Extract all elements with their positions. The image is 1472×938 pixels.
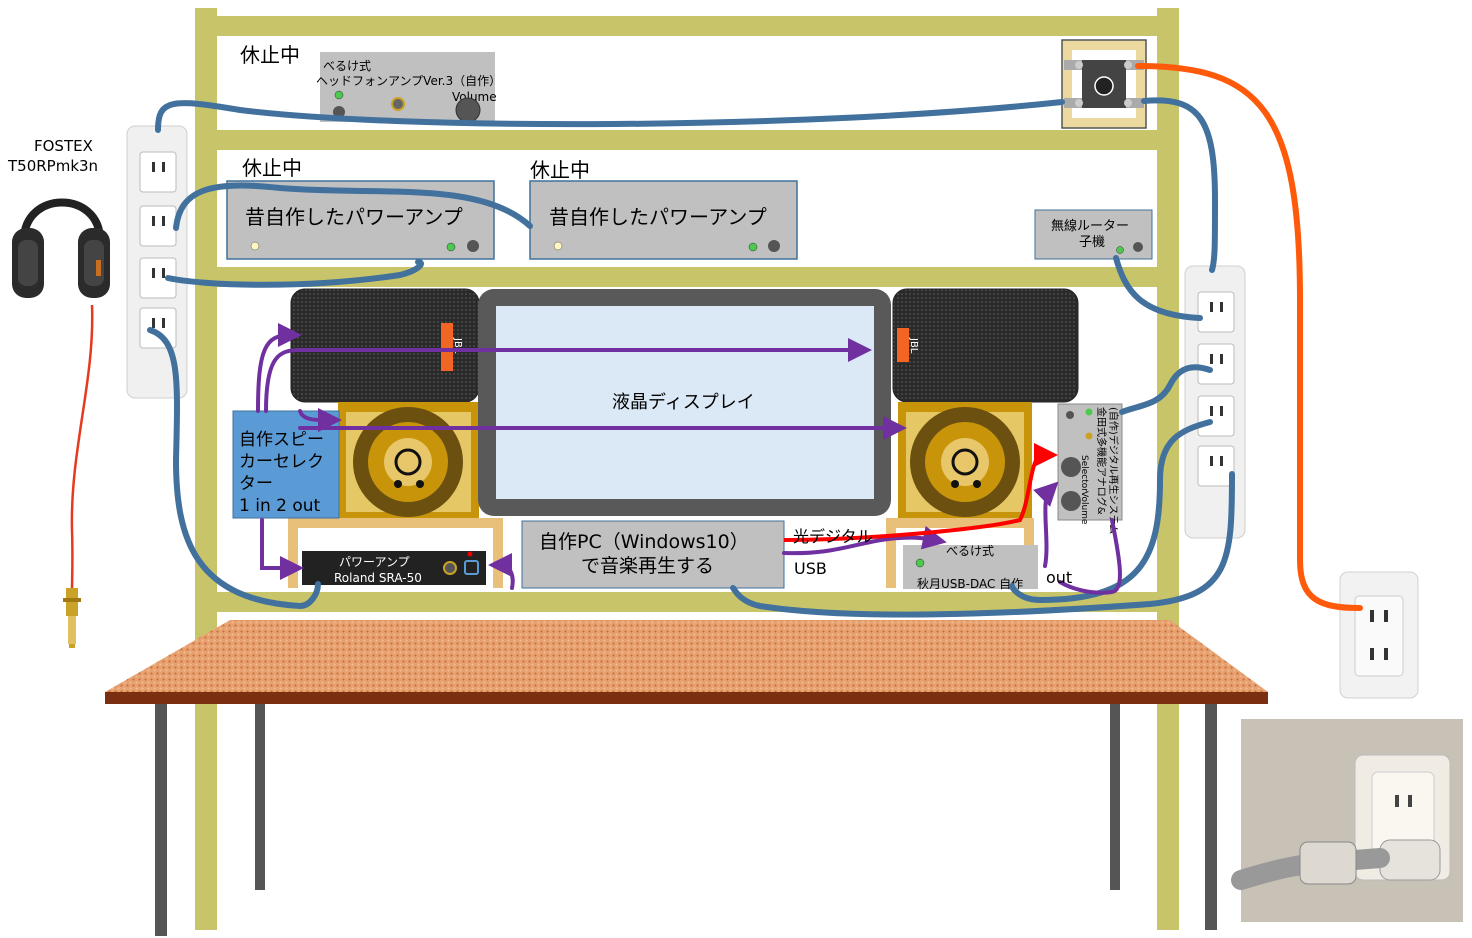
selector-knob-icon	[1061, 457, 1081, 477]
usb-label: USB	[794, 559, 827, 578]
knob-icon	[1133, 242, 1143, 252]
knob-icon	[467, 240, 479, 252]
led-green-icon	[1085, 408, 1093, 416]
power-strip-left	[126, 125, 188, 399]
jbl-logo-right: JBL	[908, 337, 919, 354]
usb-dac: べるけ式 秋月USB-DAC 自作	[903, 544, 1038, 591]
router-line1: 無線ルーター	[1051, 218, 1129, 234]
volume-knob-icon	[455, 97, 481, 123]
led-red-icon	[467, 551, 473, 557]
display-label: 液晶ディスプレイ	[612, 392, 755, 413]
knob-icon	[1066, 411, 1074, 419]
pc-line1: 自作PC（Windows10）	[539, 531, 749, 553]
headphone-plug-icon	[63, 588, 81, 648]
system-selector-label: Selector	[1079, 455, 1089, 492]
dac-line2: 秋月USB-DAC 自作	[917, 577, 1023, 591]
power-amp-left: 昔自作したパワーアンプ	[226, 180, 495, 260]
audio-cables	[256, 323, 1122, 595]
wall-outlet	[1339, 571, 1419, 699]
speaker-stand-left	[288, 518, 503, 588]
system-line2: (自作)デジタル再生システム	[1107, 407, 1120, 534]
selector-line4: 1 in 2 out	[239, 496, 321, 516]
pc-box: 自作PC（Windows10） で音楽再生する	[521, 520, 785, 589]
headphone-amp-line1: べるけ式	[323, 59, 371, 73]
headphone-cable	[70, 304, 94, 591]
headphone-model: T50RPmk3n	[7, 157, 98, 175]
power-cables	[147, 97, 1235, 618]
pc-line2: で音楽再生する	[581, 555, 714, 577]
mains-cable	[1135, 63, 1363, 611]
headphone-jack-icon	[391, 97, 405, 111]
optical-label: 光デジタル	[793, 527, 873, 546]
selector-line1: 自作スピー	[239, 430, 324, 450]
digital-analog-system: 金田式多機能アナログ& (自作)デジタル再生システム Selector Volu…	[1057, 403, 1123, 534]
led-green-icon	[915, 558, 925, 568]
wall-switch	[1061, 39, 1147, 129]
top-shelf-status: 休止中	[240, 43, 300, 67]
headphones-icon	[12, 198, 110, 298]
system-line1: 金田式多機能アナログ&	[1095, 407, 1108, 515]
volume-knob-icon	[443, 561, 457, 575]
headphone-amp: べるけ式 ヘッドフォンアンプVer.3（自作） Volume	[316, 52, 501, 123]
led-yellow-icon	[553, 241, 563, 251]
knob-small-icon	[333, 106, 345, 118]
jbl-logo-left: JBL	[452, 337, 463, 354]
volume-knob-icon	[1061, 491, 1081, 511]
power-amp-right-label: 昔自作したパワーアンプ	[549, 205, 767, 229]
tweeter-icon	[951, 448, 979, 476]
led-yellow-icon	[1085, 432, 1093, 440]
roland-line1: パワーアンプ	[339, 555, 410, 569]
outlet-photo	[1231, 719, 1463, 922]
led-green-icon	[1116, 246, 1124, 254]
mid-left-status: 休止中	[242, 156, 302, 180]
led-green-icon	[446, 242, 456, 252]
roland-line2: Roland SRA-50	[334, 571, 422, 585]
led-yellow-icon	[250, 241, 260, 251]
headphone-brand: FOSTEX	[34, 137, 93, 155]
desk	[105, 620, 1268, 936]
selector-line2: カーセレク	[239, 452, 324, 472]
optical-cable	[783, 443, 1058, 542]
wireless-router: 無線ルーター 子機	[1034, 209, 1153, 260]
knob-icon	[768, 240, 780, 252]
selector-line3: ター	[239, 474, 273, 494]
power-button-icon	[464, 560, 479, 575]
out-label: out	[1046, 568, 1072, 587]
power-strip-right	[1184, 265, 1246, 539]
headphone-amp-line2: ヘッドフォンアンプVer.3（自作）	[316, 74, 501, 88]
mid-right-status: 休止中	[530, 158, 590, 182]
system-volume-label: Volume	[1079, 491, 1089, 525]
led-green-icon	[334, 90, 344, 100]
tweeter-icon	[394, 448, 422, 476]
speaker-right: JBL	[892, 288, 1079, 518]
power-amp-right: 昔自作したパワーアンプ	[529, 180, 798, 260]
power-amp-left-label: 昔自作したパワーアンプ	[245, 205, 463, 229]
lcd-display: 液晶ディスプレイ	[478, 289, 891, 516]
dac-line1: べるけ式	[946, 544, 994, 558]
led-green-icon	[748, 242, 758, 252]
router-line2: 子機	[1079, 235, 1105, 250]
roland-power-amp: パワーアンプ Roland SRA-50	[302, 551, 486, 585]
